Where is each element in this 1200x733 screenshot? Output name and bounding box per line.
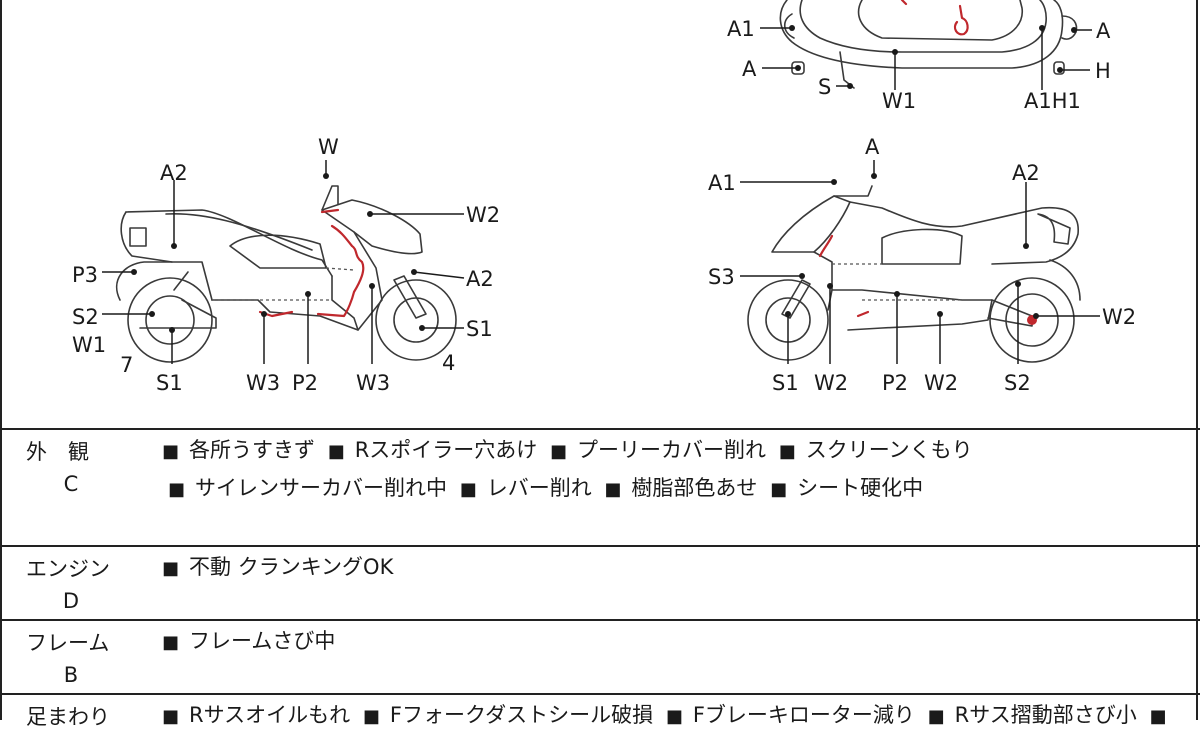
bullet-icon: ■ (327, 441, 345, 462)
item: ■不動 クランキングOK (162, 555, 394, 579)
bullet-icon: ■ (168, 479, 186, 500)
right-view-drawing (747, 185, 1081, 363)
row-frame: フレーム B ■フレームさび中 (2, 619, 1200, 693)
category-name: エンジン (26, 557, 110, 581)
item: ■シート硬化中 (770, 476, 924, 500)
label-left-a2-front: A2 (466, 267, 494, 291)
label-right-a2: A2 (1012, 161, 1040, 185)
label-right-a: A (865, 135, 880, 159)
item: ■Rサスオイルもれ (162, 703, 351, 727)
label-top-h: H (1095, 59, 1111, 83)
label-top-w1: W1 (882, 89, 916, 113)
category-name: 外 観 (26, 440, 89, 464)
label-top-s: S (818, 75, 831, 99)
label-left-w1: W1 (72, 333, 106, 357)
bullet-icon: ■ (778, 441, 796, 462)
item-list: ■各所うすきず ■Rスポイラー穴あけ ■プーリーカバー削れ ■スクリーンくもり … (162, 432, 1187, 508)
item: ■Rスポイラー穴あけ (327, 438, 538, 462)
right-view-callouts: A A1 A2 S3 W2 S1 W2 P2 W2 S2 (708, 135, 1136, 395)
label-left-s1-front: S1 (466, 317, 493, 341)
bullet-icon: ■ (1149, 706, 1167, 727)
label-left-s1-rear: S1 (156, 371, 183, 395)
label-left-w2: W2 (466, 203, 500, 227)
label-left-a2-top: A2 (160, 161, 188, 185)
item: ■レバー削れ (459, 476, 592, 500)
label-top-a1: A1 (727, 17, 755, 41)
left-view-drawing (115, 185, 457, 363)
row-engine: エンジン D ■不動 クランキングOK (2, 545, 1200, 619)
label-left-w3-a: W3 (246, 371, 280, 395)
label-left-p2: P2 (292, 371, 318, 395)
bullet-icon: ■ (362, 706, 380, 727)
grade-value: C (63, 472, 79, 496)
label-left-w: W (318, 135, 339, 159)
label-right-w2-a: W2 (814, 371, 848, 395)
bullet-icon: ■ (459, 479, 477, 500)
item: ■Rサス摺動部さび小 (927, 703, 1137, 727)
item-list: ■フレームさび中 (162, 623, 1187, 661)
item: ■ (1150, 703, 1177, 727)
item: ■スクリーンくもり (778, 438, 973, 462)
label-right-w2-b: W2 (924, 371, 958, 395)
category-cell: フレーム B (26, 627, 126, 691)
top-view-callouts: A1 A S W1 A1H1 A H (727, 17, 1111, 113)
bullet-icon: ■ (927, 706, 945, 727)
item-list: ■Rサスオイルもれ ■Fフォークダストシール破損 ■Fブレーキローター減り ■R… (162, 697, 1187, 733)
damage-diagram: A1 A S W1 A1H1 A H (2, 0, 1200, 430)
label-right-s2: S2 (1004, 371, 1031, 395)
item: ■Fフォークダストシール破損 (362, 703, 654, 727)
bullet-icon: ■ (162, 632, 180, 653)
bullet-icon: ■ (162, 558, 180, 579)
label-top-a-left: A (742, 57, 757, 81)
label-right-a1: A1 (708, 171, 736, 195)
label-left-p3: P3 (72, 263, 98, 287)
label-top-a1h1: A1H1 (1024, 89, 1081, 113)
item: ■樹脂部色あせ (604, 476, 758, 500)
category-cell: 外 観 C (26, 436, 126, 500)
left-view-callouts: W A2 W2 P3 A2 S2 S1 W1 7 S1 W3 P2 W3 4 (72, 135, 500, 395)
label-left-tire-front: 4 (442, 351, 455, 375)
label-right-s3: S3 (708, 265, 735, 289)
item: ■各所うすきず (162, 438, 316, 462)
row-exterior: 外 観 C ■各所うすきず ■Rスポイラー穴あけ ■プーリーカバー削れ ■スクリ… (2, 428, 1200, 545)
bullet-icon: ■ (665, 706, 683, 727)
item-list: ■不動 クランキングOK (162, 549, 1187, 587)
label-left-s2: S2 (72, 305, 99, 329)
bullet-icon: ■ (604, 479, 622, 500)
category-cell: エンジン D (26, 553, 126, 617)
category-name: フレーム (26, 631, 110, 655)
label-left-w3-b: W3 (356, 371, 390, 395)
label-left-tire-rear: 7 (120, 353, 133, 377)
item: ■プーリーカバー削れ (550, 438, 767, 462)
label-right-s1: S1 (772, 371, 799, 395)
top-view-drawing (779, 0, 1078, 89)
bullet-icon: ■ (162, 441, 180, 462)
item: ■フレームさび中 (162, 629, 336, 653)
label-right-w2-rear: W2 (1102, 305, 1136, 329)
row-suspension: 足まわり ■Rサスオイルもれ ■Fフォークダストシール破損 ■Fブレーキローター… (2, 693, 1200, 733)
grade-value: B (63, 663, 79, 687)
category-cell: 足まわり (26, 701, 126, 733)
bullet-icon: ■ (770, 479, 788, 500)
label-top-a-right: A (1096, 19, 1111, 43)
item: ■Fブレーキローター減り (665, 703, 915, 727)
label-right-p2: P2 (882, 371, 908, 395)
grade-value: D (62, 589, 80, 613)
bullet-icon: ■ (162, 706, 180, 727)
item: ■サイレンサーカバー削れ中 (168, 476, 448, 500)
bullet-icon: ■ (550, 441, 568, 462)
category-name: 足まわり (26, 705, 110, 729)
